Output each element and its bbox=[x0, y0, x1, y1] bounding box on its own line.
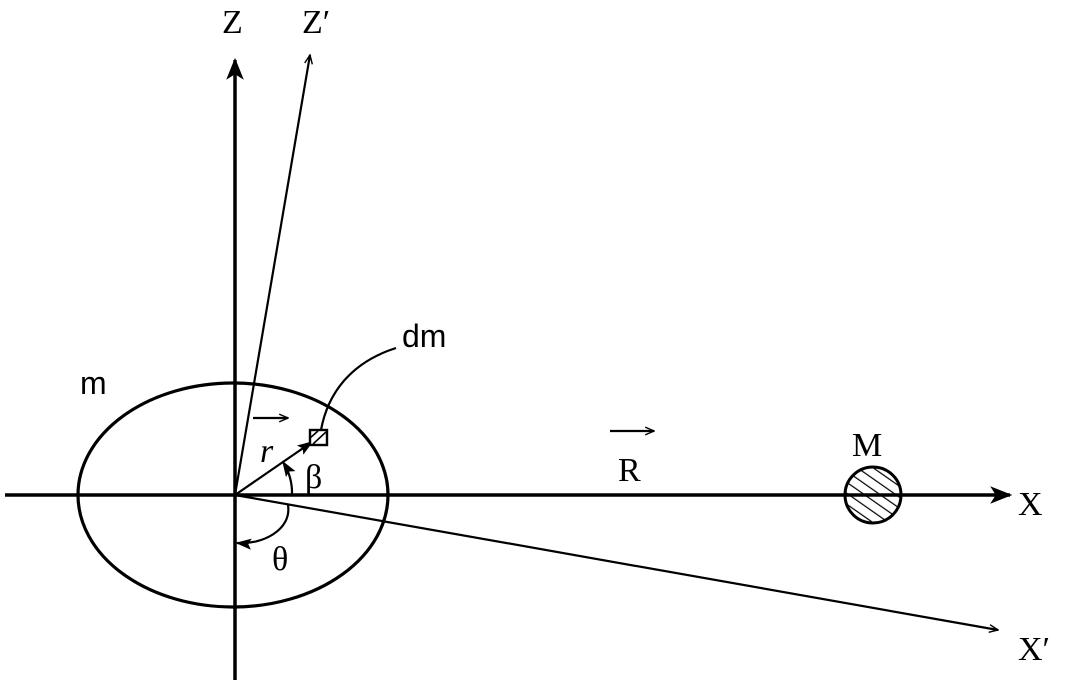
z-prime-axis-line bbox=[233, 55, 310, 496]
dm-label: dm bbox=[402, 318, 446, 354]
vector-r-line bbox=[234, 441, 314, 496]
angle-theta-arc bbox=[235, 504, 290, 550]
x-prime-axis-label: X′ bbox=[1018, 631, 1050, 668]
vector-R-label: R bbox=[618, 452, 641, 489]
mass-M-label: M bbox=[852, 427, 882, 464]
dm-leader-line bbox=[319, 346, 397, 431]
mass-element-hatch-2 bbox=[309, 430, 319, 439]
body-m-ellipse bbox=[76, 381, 390, 609]
z-axis-label: Z bbox=[222, 4, 243, 41]
angle-beta-arc bbox=[282, 460, 296, 496]
mass-element-hatch bbox=[312, 431, 327, 445]
angle-beta-label: β bbox=[305, 459, 322, 496]
mass-M-fill bbox=[845, 467, 901, 523]
angle-theta-label: θ bbox=[272, 541, 288, 578]
z-prime-axis-label: Z′ bbox=[302, 4, 330, 41]
body-m-label: m bbox=[80, 365, 107, 401]
vector-r-label: r bbox=[260, 433, 274, 470]
mass-M-circle bbox=[843, 465, 903, 525]
mass-element-dm bbox=[308, 428, 329, 447]
x-prime-axis-line bbox=[234, 493, 998, 630]
x-axis-label: X bbox=[1018, 486, 1043, 523]
